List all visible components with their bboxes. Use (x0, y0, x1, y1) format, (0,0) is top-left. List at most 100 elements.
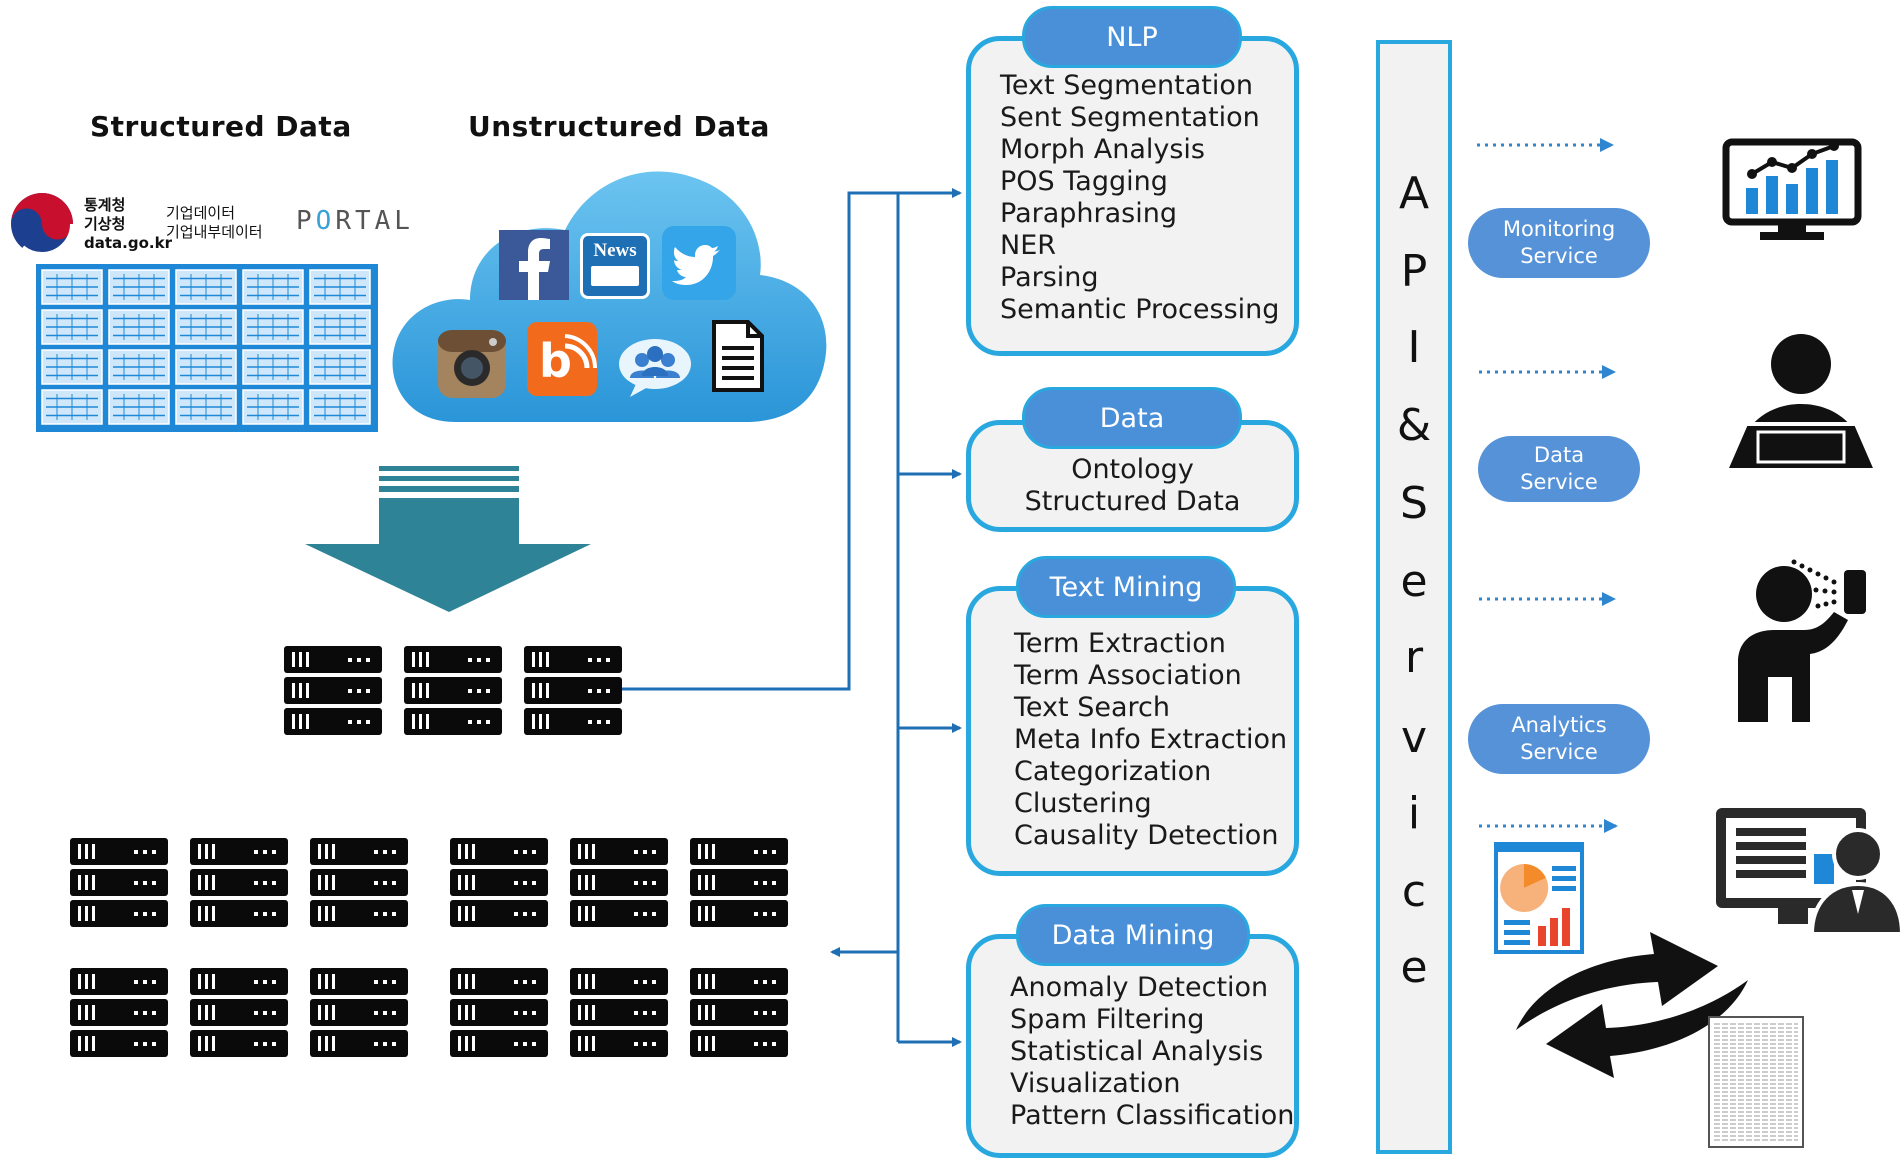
text-mining-item: Clustering (1014, 788, 1152, 819)
portal-letter-o: O (315, 206, 336, 236)
server-unit-icon (450, 1030, 548, 1057)
data-mining-module-title: Data Mining (1016, 904, 1250, 966)
server-unit-icon (690, 900, 788, 927)
structured-data-title: Structured Data (90, 110, 352, 143)
table-document-icon (1708, 1016, 1804, 1148)
data-item: Ontology (1071, 454, 1194, 485)
api-service-letter: S (1400, 478, 1428, 529)
nlp-module-box (966, 36, 1299, 356)
server-unit-icon (310, 900, 408, 927)
server-unit-icon (450, 869, 548, 896)
server-unit-icon (310, 869, 408, 896)
structured-table-grid-icon (36, 264, 378, 432)
server-unit-icon (450, 999, 548, 1026)
nlp-item: Parsing (1000, 262, 1099, 293)
api-service-letter: r (1404, 632, 1424, 683)
data-mining-item: Spam Filtering (1010, 1004, 1205, 1035)
server-unit-icon (70, 869, 168, 896)
server-unit-icon (284, 646, 382, 673)
nlp-item-list: Text Segmentation Sent Segmentation Morp… (1000, 70, 1279, 326)
chat-people-icon (619, 339, 691, 397)
blog-icon: b (527, 322, 597, 396)
server-unit-icon (690, 869, 788, 896)
portal-letters-rest: RTAL (335, 206, 414, 236)
server-unit-icon (570, 1030, 668, 1057)
analytics-service-line-1: Analytics (1511, 713, 1607, 737)
data-mining-item: Anomaly Detection (1010, 972, 1269, 1003)
portal-letter-p: P (296, 206, 316, 236)
text-mining-item: Categorization (1014, 756, 1212, 787)
server-unit-icon (190, 838, 288, 865)
monitoring-service-line-1: Monitoring (1502, 217, 1616, 241)
api-service-letter: & (1396, 400, 1432, 451)
api-service-letter: e (1400, 556, 1428, 607)
nlp-item: Text Segmentation (1000, 70, 1253, 101)
server-unit-icon (404, 677, 502, 704)
news-label: News (593, 240, 637, 261)
facebook-icon (499, 230, 569, 300)
server-unit-icon (690, 999, 788, 1026)
server-unit-icon (310, 838, 408, 865)
desktop-user-icon (1716, 808, 1902, 934)
server-unit-icon (190, 900, 288, 927)
nlp-item: Semantic Processing (1000, 294, 1280, 325)
server-unit-icon (284, 708, 382, 735)
text-mining-item: Text Search (1014, 692, 1170, 723)
server-unit-icon (570, 968, 668, 995)
corp-line-2: 기업내부데이터 (166, 223, 263, 241)
text-mining-item: Causality Detection (1014, 820, 1279, 851)
server-unit-icon (284, 677, 382, 704)
corp-data-text: 기업데이터 기업내부데이터 (166, 204, 263, 242)
corp-line-1: 기업데이터 (166, 204, 236, 222)
nlp-item: Paraphrasing (1000, 198, 1177, 229)
text-mining-module-box (966, 586, 1299, 876)
data-service-line-1: Data (1533, 443, 1585, 467)
monitoring-service-line-2: Service (1520, 244, 1598, 268)
api-service-letter: A (1398, 168, 1430, 219)
server-unit-icon (70, 838, 168, 865)
server-unit-icon (524, 708, 622, 735)
gov-logo-text: 통계청 기상청 data.go.kr (84, 196, 172, 253)
server-unit-icon (70, 968, 168, 995)
server-unit-icon (690, 1030, 788, 1057)
api-service-letter: i (1407, 788, 1421, 839)
server-unit-icon (524, 646, 622, 673)
server-unit-icon (450, 838, 548, 865)
taegeuk-icon (8, 190, 76, 258)
server-unit-icon (404, 708, 502, 735)
server-unit-icon (310, 999, 408, 1026)
logo-line-2: 기상청 (84, 215, 126, 233)
laptop-user-icon (1724, 334, 1878, 470)
news-icon: News (580, 233, 650, 299)
api-service-letter: v (1400, 712, 1428, 763)
unstructured-data-title: Unstructured Data (468, 110, 770, 143)
server-unit-icon (70, 999, 168, 1026)
nlp-item: NER (1000, 230, 1057, 261)
document-icon (712, 320, 764, 392)
monitor-chart-icon (1722, 138, 1862, 240)
server-unit-icon (570, 999, 668, 1026)
instagram-icon (438, 330, 506, 398)
server-unit-icon (450, 968, 548, 995)
server-unit-icon (70, 900, 168, 927)
server-unit-icon (70, 1030, 168, 1057)
sync-arrows-icon (1516, 932, 1748, 1078)
nlp-item: Morph Analysis (1000, 134, 1205, 165)
server-unit-icon (190, 1030, 288, 1057)
server-unit-icon (190, 869, 288, 896)
logo-line-1: 통계청 (84, 196, 126, 214)
server-unit-icon (310, 968, 408, 995)
analytics-service-line-2: Service (1520, 740, 1598, 764)
server-unit-icon (310, 1030, 408, 1057)
data-mining-item: Statistical Analysis (1010, 1036, 1264, 1067)
text-mining-item: Meta Info Extraction (1014, 724, 1288, 755)
data-mining-item-list: Anomaly Detection Spam Filtering Statist… (1010, 972, 1294, 1132)
server-unit-icon (570, 869, 668, 896)
data-module-title: Data (1022, 387, 1242, 449)
server-unit-icon (404, 646, 502, 673)
report-icon (1494, 842, 1584, 954)
